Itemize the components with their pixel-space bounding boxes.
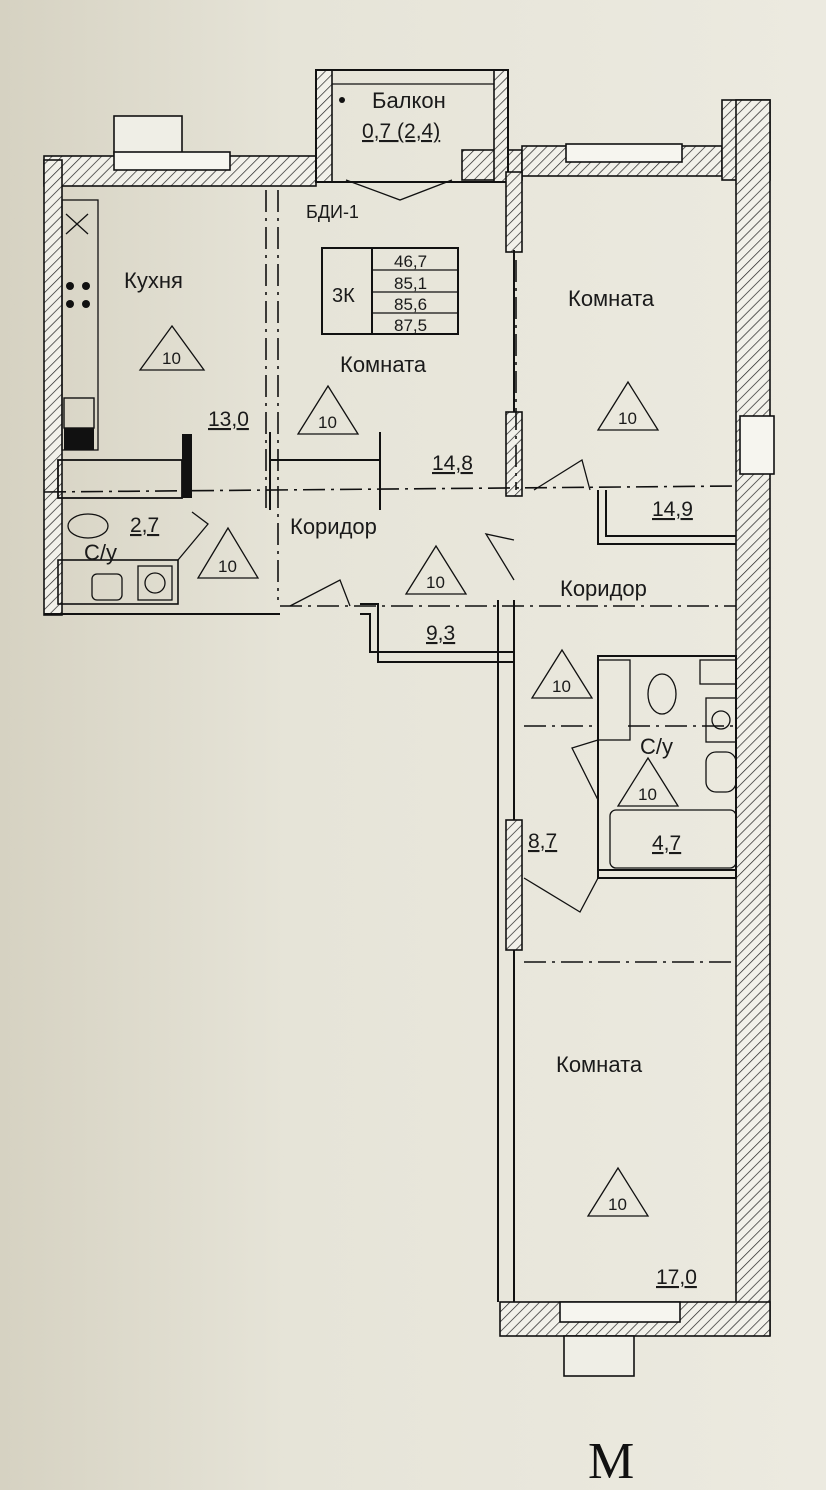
- room-right-name: Комната: [568, 286, 655, 311]
- marker-bath-right: 10: [638, 785, 657, 804]
- windows: [113, 115, 775, 1377]
- bath-fixtures: [67, 513, 731, 730]
- marker-kitchen: 10: [162, 349, 181, 368]
- summary-area-3: 85,6: [394, 295, 427, 314]
- room-bottom-name: Комната: [556, 1052, 643, 1077]
- bath-right-area: 4,7: [652, 832, 681, 855]
- room-right-area: 14,9: [652, 498, 693, 521]
- bath-left-name: С/у: [84, 540, 117, 565]
- rooms-count-label: 3К: [332, 285, 355, 307]
- bath-left-area: 2,7: [130, 514, 159, 537]
- bath-right-name: С/у: [640, 734, 673, 759]
- room-center-name: Комната: [340, 352, 427, 377]
- summary-area-2: 85,1: [394, 274, 427, 293]
- kitchen-area: 13,0: [208, 408, 249, 431]
- marker-corridor-left: 10: [426, 573, 445, 592]
- kitchen-fixtures: [61, 199, 99, 451]
- corridor-left-area: 9,3: [426, 622, 455, 645]
- triangle-markers: [138, 324, 680, 1217]
- door-swings: [177, 458, 599, 913]
- balcony-outline: [315, 69, 509, 201]
- marker-corridor-right: 10: [552, 677, 571, 696]
- balcony-area: 0,7 (2,4): [362, 120, 440, 143]
- room-center-area: 14,8: [432, 452, 473, 475]
- corridor-right-name: Коридор: [560, 576, 647, 601]
- axis-lines: [43, 190, 737, 963]
- summary-area-1: 46,7: [394, 252, 427, 271]
- kitchen-name: Кухня: [124, 268, 183, 293]
- summary-box: 3К 46,7 85,1 85,6 87,5: [321, 247, 459, 335]
- room-bottom-area: 17,0: [656, 1266, 697, 1289]
- balcony-name: Балкон: [372, 88, 446, 113]
- corridor-left-name: Коридор: [290, 514, 377, 539]
- type-code: БДИ-1: [306, 202, 359, 222]
- footer-text: М: [588, 1433, 635, 1490]
- marker-room-center: 10: [318, 413, 337, 432]
- marker-room-bottom: 10: [608, 1195, 627, 1214]
- corridor-right-area: 8,7: [528, 830, 557, 853]
- marker-room-right: 10: [618, 409, 637, 428]
- marker-bath-left: 10: [218, 557, 237, 576]
- interior-walls: [44, 171, 737, 1302]
- summary-area-4: 87,5: [394, 316, 427, 335]
